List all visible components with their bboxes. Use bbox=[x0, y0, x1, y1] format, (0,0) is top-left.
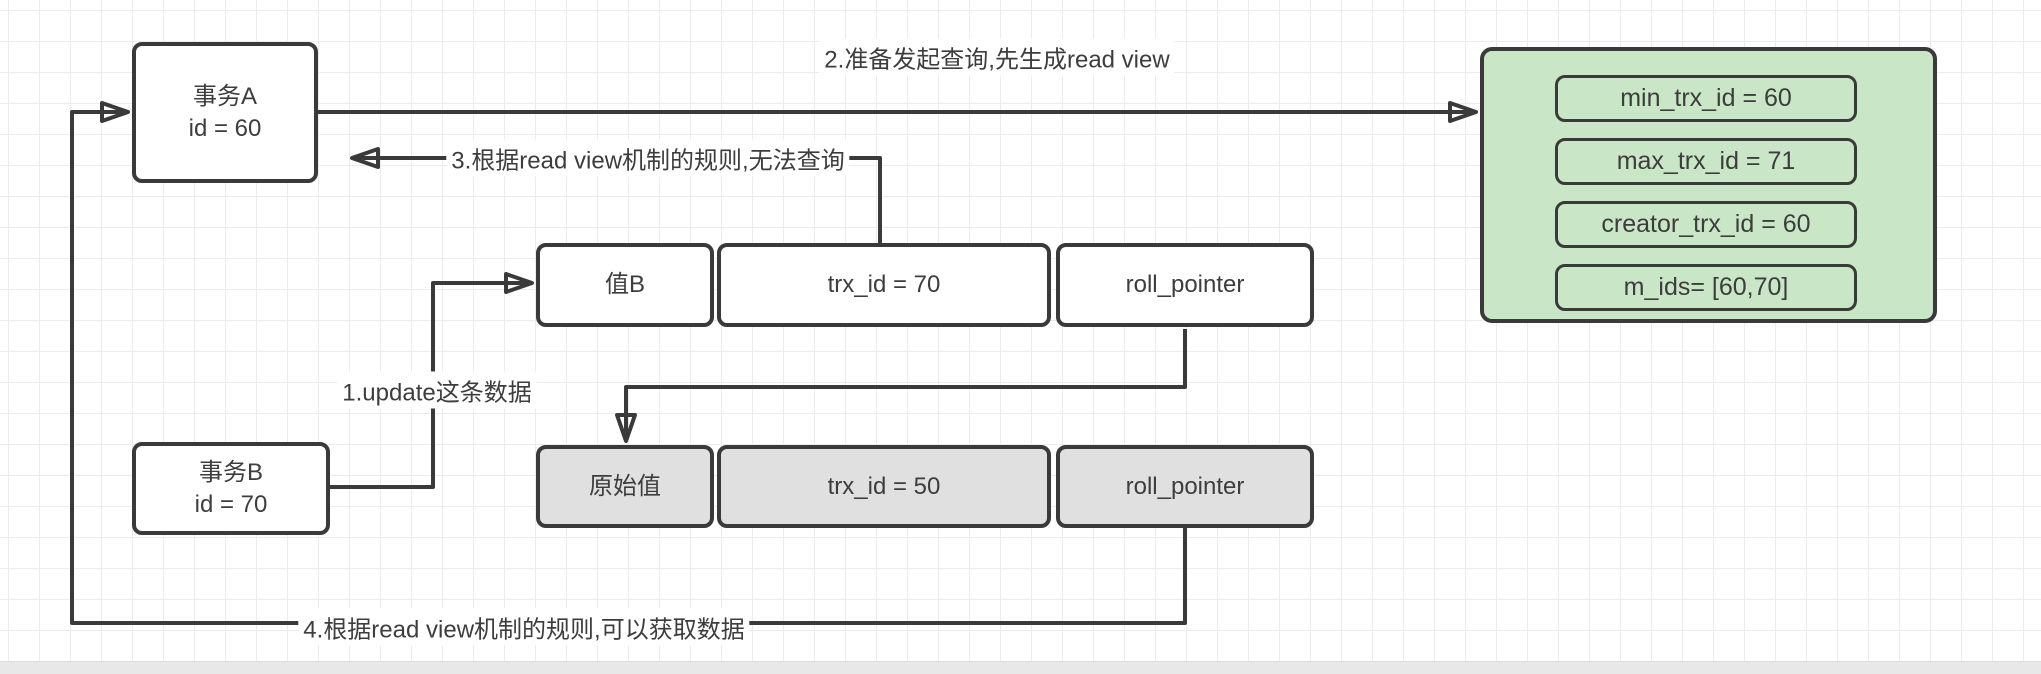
read-view-creator-trx-id: creator_trx_id = 60 bbox=[1555, 201, 1857, 248]
undo-row-roll-pointer-cell: roll_pointer bbox=[1056, 445, 1314, 528]
edge-label-step4: 4.根据read view机制的规则,可以获取数据 bbox=[298, 608, 750, 646]
transaction-b-title: 事务B bbox=[198, 458, 263, 486]
node-transaction-a: 事务A id = 60 bbox=[132, 42, 318, 183]
transaction-a-title: 事务A bbox=[192, 82, 257, 110]
node-transaction-b: 事务B id = 70 bbox=[132, 442, 330, 535]
edge-step4-fetch-data bbox=[70, 101, 1187, 625]
read-view-panel: min_trx_id = 60 max_trx_id = 71 creator_… bbox=[1480, 47, 1937, 323]
transaction-b-id: id = 70 bbox=[194, 490, 268, 518]
read-view-min-trx-id: min_trx_id = 60 bbox=[1555, 75, 1857, 122]
undo-row-value-cell: 原始值 bbox=[536, 445, 714, 528]
edge-label-step1: 1.update这条数据 bbox=[337, 371, 537, 409]
current-row-value-cell: 值B bbox=[536, 243, 714, 327]
edge-roll-pointer-to-undo bbox=[615, 329, 1187, 443]
current-row-roll-pointer-cell: roll_pointer bbox=[1056, 243, 1314, 327]
transaction-a-id: id = 60 bbox=[188, 114, 262, 142]
read-view-max-trx-id: max_trx_id = 71 bbox=[1555, 138, 1857, 185]
read-view-m-ids: m_ids= [60,70] bbox=[1555, 264, 1857, 311]
undo-row-trx-id-cell: trx_id = 50 bbox=[717, 445, 1051, 528]
current-row-trx-id-cell: trx_id = 70 bbox=[717, 243, 1051, 327]
edge-label-step3: 3.根据read view机制的规则,无法查询 bbox=[446, 139, 850, 177]
edge-label-step2: 2.准备发起查询,先生成read view bbox=[819, 38, 1175, 76]
canvas-bottom-edge bbox=[0, 661, 2041, 674]
